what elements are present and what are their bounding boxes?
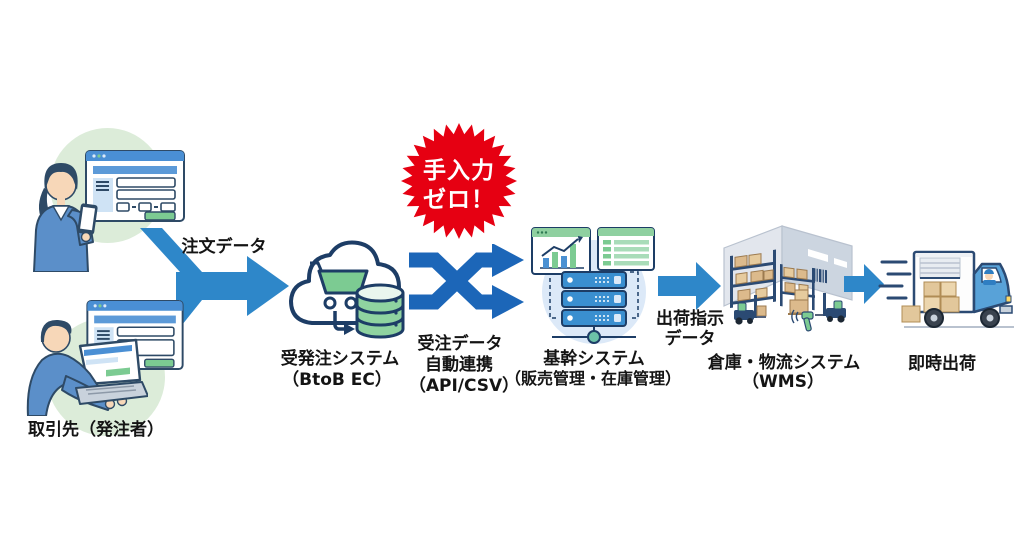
- core-system-caption-1: 基幹システム: [543, 349, 645, 369]
- client-woman-phone-icon: [33, 163, 98, 272]
- forklift-icon-right: [815, 293, 846, 323]
- client-caption: 取引先（発注者）: [28, 420, 164, 440]
- integration-caption-1: 受注データ: [417, 334, 503, 354]
- shipping-caption: 即時出荷: [908, 354, 976, 374]
- badge-text-line2: ゼロ！: [423, 187, 495, 213]
- shipping-instruction-label-1: 出荷指示: [656, 309, 724, 329]
- core-system-servers-icon: [531, 227, 655, 344]
- integration-caption-2: 自動連携: [425, 355, 493, 375]
- shutter-icon: [919, 257, 961, 279]
- delivery-truck-icon: [878, 250, 1014, 328]
- database-icon: [355, 283, 405, 339]
- warehouse-to-shipping-arrow: [844, 264, 884, 304]
- core-system-caption-2: （販売管理・在庫管理）: [504, 369, 682, 388]
- shelf-rack-icon: [730, 249, 776, 308]
- order-system-caption-1: 受発注システム: [280, 349, 400, 369]
- order-data-arrow-label: 注文データ: [181, 237, 267, 257]
- zero-manual-entry-badge: [401, 123, 517, 239]
- server-stack-icon: [561, 271, 627, 327]
- forklift-icon-left: [734, 295, 767, 325]
- smartphone-icon: [77, 203, 98, 235]
- warehouse-caption-2: （WMS）: [742, 372, 824, 392]
- warehouse-caption-1: 倉庫・物流システム: [707, 353, 861, 373]
- sync-arrow-icon: [333, 311, 355, 335]
- integration-caption-3: （API/CSV）: [408, 376, 520, 396]
- client-man-laptop-icon: [26, 319, 148, 416]
- speed-lines-icon: [878, 260, 912, 300]
- shipping-instruction-arrow: [658, 262, 721, 310]
- chart-window-icon: [531, 227, 591, 275]
- cloud-ec-system-icon: [289, 240, 405, 339]
- table-window-icon: [597, 227, 655, 271]
- warehouse-wms-icon: [723, 225, 853, 332]
- driver-icon: [983, 269, 996, 285]
- barcode-scanner-icon: [791, 309, 814, 332]
- shuffle-arrows-icon: [409, 244, 524, 319]
- order-system-caption-2: （BtoB EC）: [282, 370, 392, 390]
- network-node-icon: [587, 330, 601, 344]
- badge-text-line1: 手入力: [423, 158, 495, 184]
- shopping-cart-icon: [310, 261, 369, 310]
- starburst-shape: [401, 123, 517, 239]
- order-form-window-icon: [85, 150, 185, 222]
- shipping-instruction-label-2: データ: [664, 329, 716, 349]
